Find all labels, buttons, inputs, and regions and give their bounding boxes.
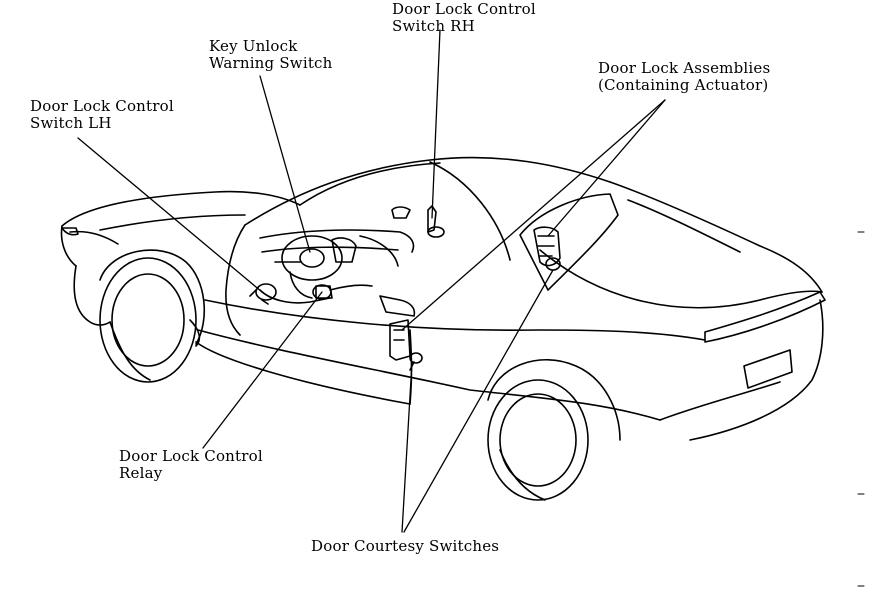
leader-assembly-2: [401, 99, 666, 331]
label-line: Door Lock Control: [30, 97, 174, 115]
leader-courtesy-2: [403, 269, 554, 533]
label-door-lock-control-switch-lh: Door Lock Control Switch LH: [30, 98, 174, 132]
label-key-unlock-warning-switch: Key Unlock Warning Switch: [209, 38, 333, 72]
label-line: Relay: [119, 464, 163, 482]
scan-marks: [857, 231, 865, 587]
label-door-lock-assemblies: Door Lock Assemblies (Containing Actuato…: [598, 60, 770, 94]
label-line: Door Courtesy Switches: [311, 537, 500, 555]
label-line: (Containing Actuator): [598, 76, 769, 94]
door-lock-control-switch-rh-part: [427, 205, 445, 238]
front-wheel: [99, 249, 206, 383]
door-lock-assembly-parts: [389, 226, 561, 361]
label-line: Door Lock Assemblies: [598, 59, 771, 77]
label-door-courtesy-switches: Door Courtesy Switches: [311, 538, 499, 555]
label-door-lock-control-relay: Door Lock Control Relay: [119, 448, 263, 482]
leader-lines: [77, 29, 666, 533]
label-line: Switch LH: [30, 114, 112, 132]
interior: [249, 206, 416, 317]
label-door-lock-control-switch-rh: Door Lock Control Switch RH: [392, 1, 536, 35]
leader-assembly-1: [547, 99, 666, 237]
label-line: Switch RH: [392, 17, 475, 35]
leader-switch-lh: [77, 137, 263, 293]
leader-courtesy-1: [401, 361, 413, 533]
label-line: Warning Switch: [209, 54, 333, 72]
car-body: [60, 156, 826, 441]
leader-switch-rh: [431, 29, 441, 219]
label-line: Door Lock Control: [119, 447, 263, 465]
label-line: Door Lock Control: [392, 0, 536, 18]
leader-relay: [202, 291, 323, 449]
rear-wheel: [487, 358, 621, 501]
label-line: Key Unlock: [209, 37, 298, 55]
leader-key-unlock: [259, 75, 311, 253]
